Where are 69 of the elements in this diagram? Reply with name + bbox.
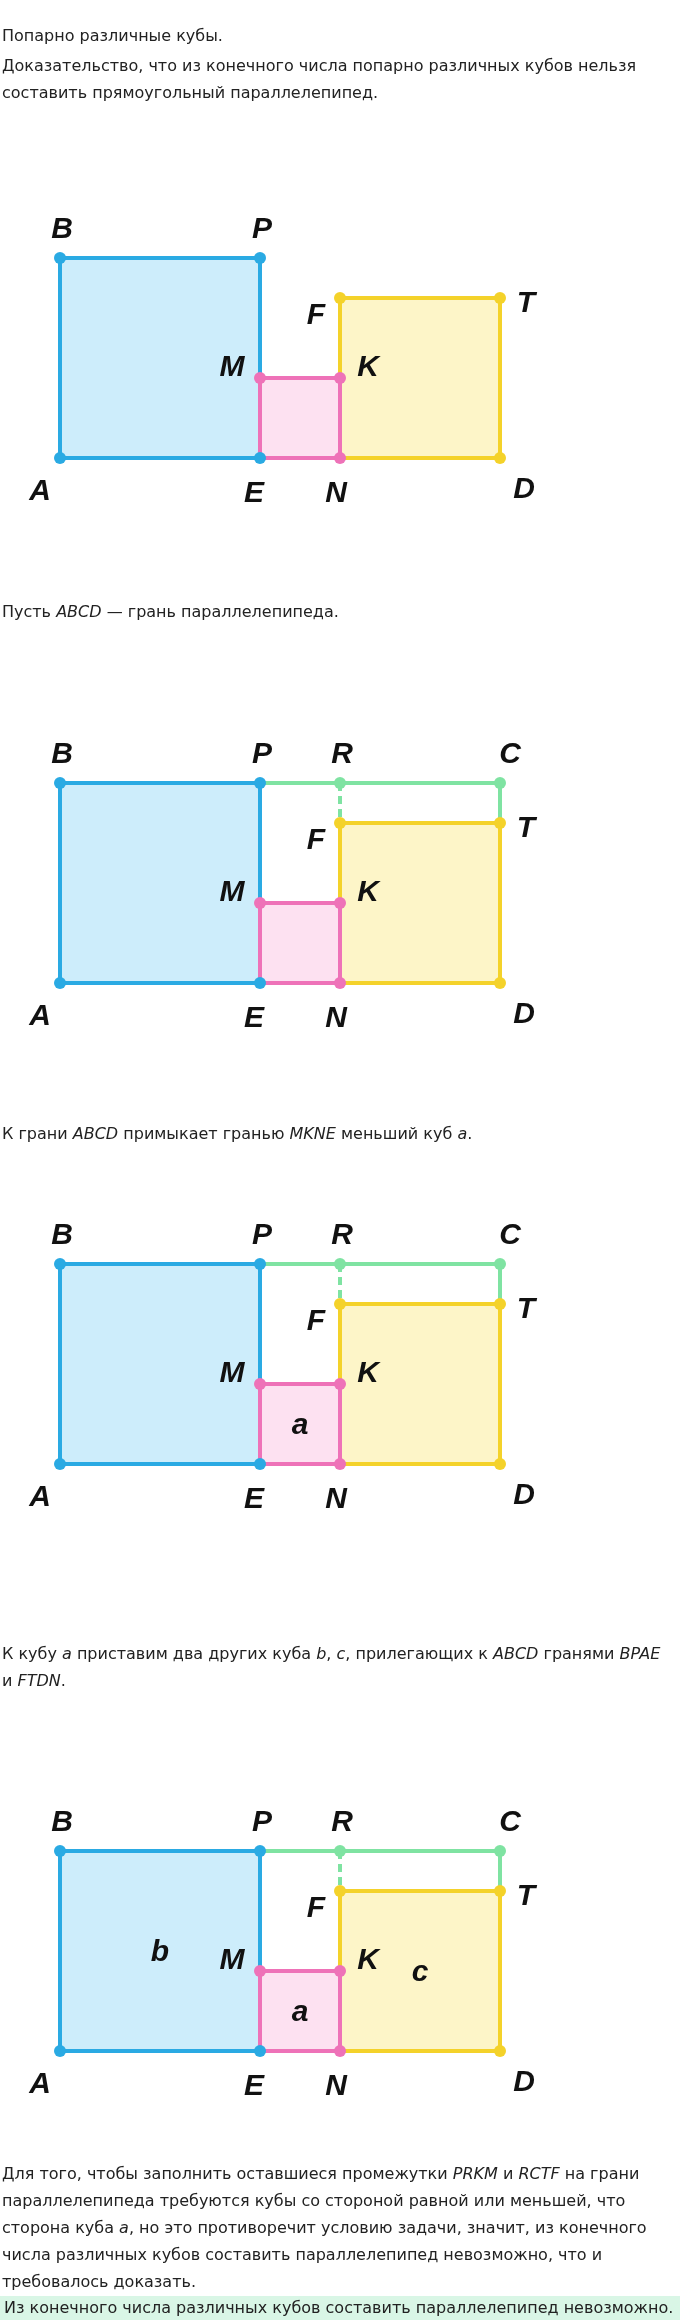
vertex-label: T [516,1879,536,1911]
vertex-label: B [51,212,73,244]
vertex-label: A [29,999,51,1031]
vertex-label: F [306,1891,326,1923]
cube-face-square [258,901,342,985]
vertex-label: P [252,1805,272,1837]
cube-name: a [291,1994,309,2028]
vertex-label: N [325,476,347,508]
vertex-label: E [244,1001,264,1033]
cube-face-square [338,821,502,985]
vertex-label: M [219,350,245,382]
vertex-label: R [331,737,353,769]
answer-highlight: Из конечного числа различных кубов составить параллелепипед невозможно. [0,2296,680,2320]
paragraph: К кубу a приставим два других куба b, c, прилегающих к ABCD гранями BPAE и FTDN. [2,1643,662,1692]
vertex-label: K [357,1943,379,1975]
vertex-label: A [29,1480,51,1512]
vertex-label: C [499,737,521,769]
cube-face-square [258,1969,342,2053]
vertex-label: T [516,811,536,843]
cube-face-square [338,1302,502,1466]
vertex-label: K [357,350,379,382]
cube-face-square [338,1889,502,2053]
vertex-label: F [306,1304,326,1336]
cube-face-square [58,781,262,985]
vertex-label: E [244,2069,264,2101]
vertex-label: R [331,1805,353,1837]
vertex-label: T [516,286,536,318]
vertex-label: E [244,476,264,508]
vertex-label: P [252,737,272,769]
vertex-label: D [513,997,535,1029]
vertex-label: F [306,823,326,855]
cube-face-square [58,1262,262,1466]
vertex-label: B [51,1218,73,1250]
vertex-label: N [325,1001,347,1033]
vertex-label: D [513,472,535,504]
paragraph: К грани ABCD примыкает гранью MKNE меньший куб a. [2,1123,474,1145]
cube-name: a [291,1407,309,1441]
vertex-label: P [252,212,272,244]
cube-face-square [338,296,502,460]
vertex-label: B [51,1805,73,1837]
cube-name: c [411,1954,429,1988]
vertex-label: F [306,298,326,330]
vertex-label: D [513,1478,535,1510]
vertex-label: K [357,875,379,907]
vertex-label: N [325,2069,347,2101]
paragraph: Доказательство, что из конечного числа попарно различных кубов нельзя составить прямоугольный параллелепипед. [2,55,638,104]
paragraph: Пусть ABCD — грань параллелепипеда. [2,601,340,623]
vertex-label: K [357,1356,379,1388]
vertex-label: A [29,2067,51,2099]
vertex-label: E [244,1482,264,1514]
vertex-label: M [219,1943,245,1975]
cube-face-square [58,256,262,460]
vertex-label: N [325,1482,347,1514]
vertex-label: T [516,1292,536,1324]
page-title: Попарно различные кубы. [2,25,223,47]
vertex-label: R [331,1218,353,1250]
cube-name: b [150,1934,170,1968]
vertex-label: B [51,737,73,769]
paragraph: Для того, чтобы заполнить оставшиеся промежутки PRKM и RCTF на грани параллелепипеда требуются кубы со стороной равной или меньшей, что сторона куба a, но это противоречит условию задачи, значит, из конечного числа различных кубов составить параллелепипед невозможно, что и требовалось доказать. [2,2163,648,2293]
vertex-label: D [513,2065,535,2097]
vertex-label: M [219,875,245,907]
vertex-label: C [499,1218,521,1250]
vertex-label: A [29,474,51,506]
cube-face-square [258,376,342,460]
cube-face-square [58,1849,262,2053]
cube-face-square [258,1382,342,1466]
vertex-label: M [219,1356,245,1388]
vertex-label: P [252,1218,272,1250]
vertex-label: C [499,1805,521,1837]
